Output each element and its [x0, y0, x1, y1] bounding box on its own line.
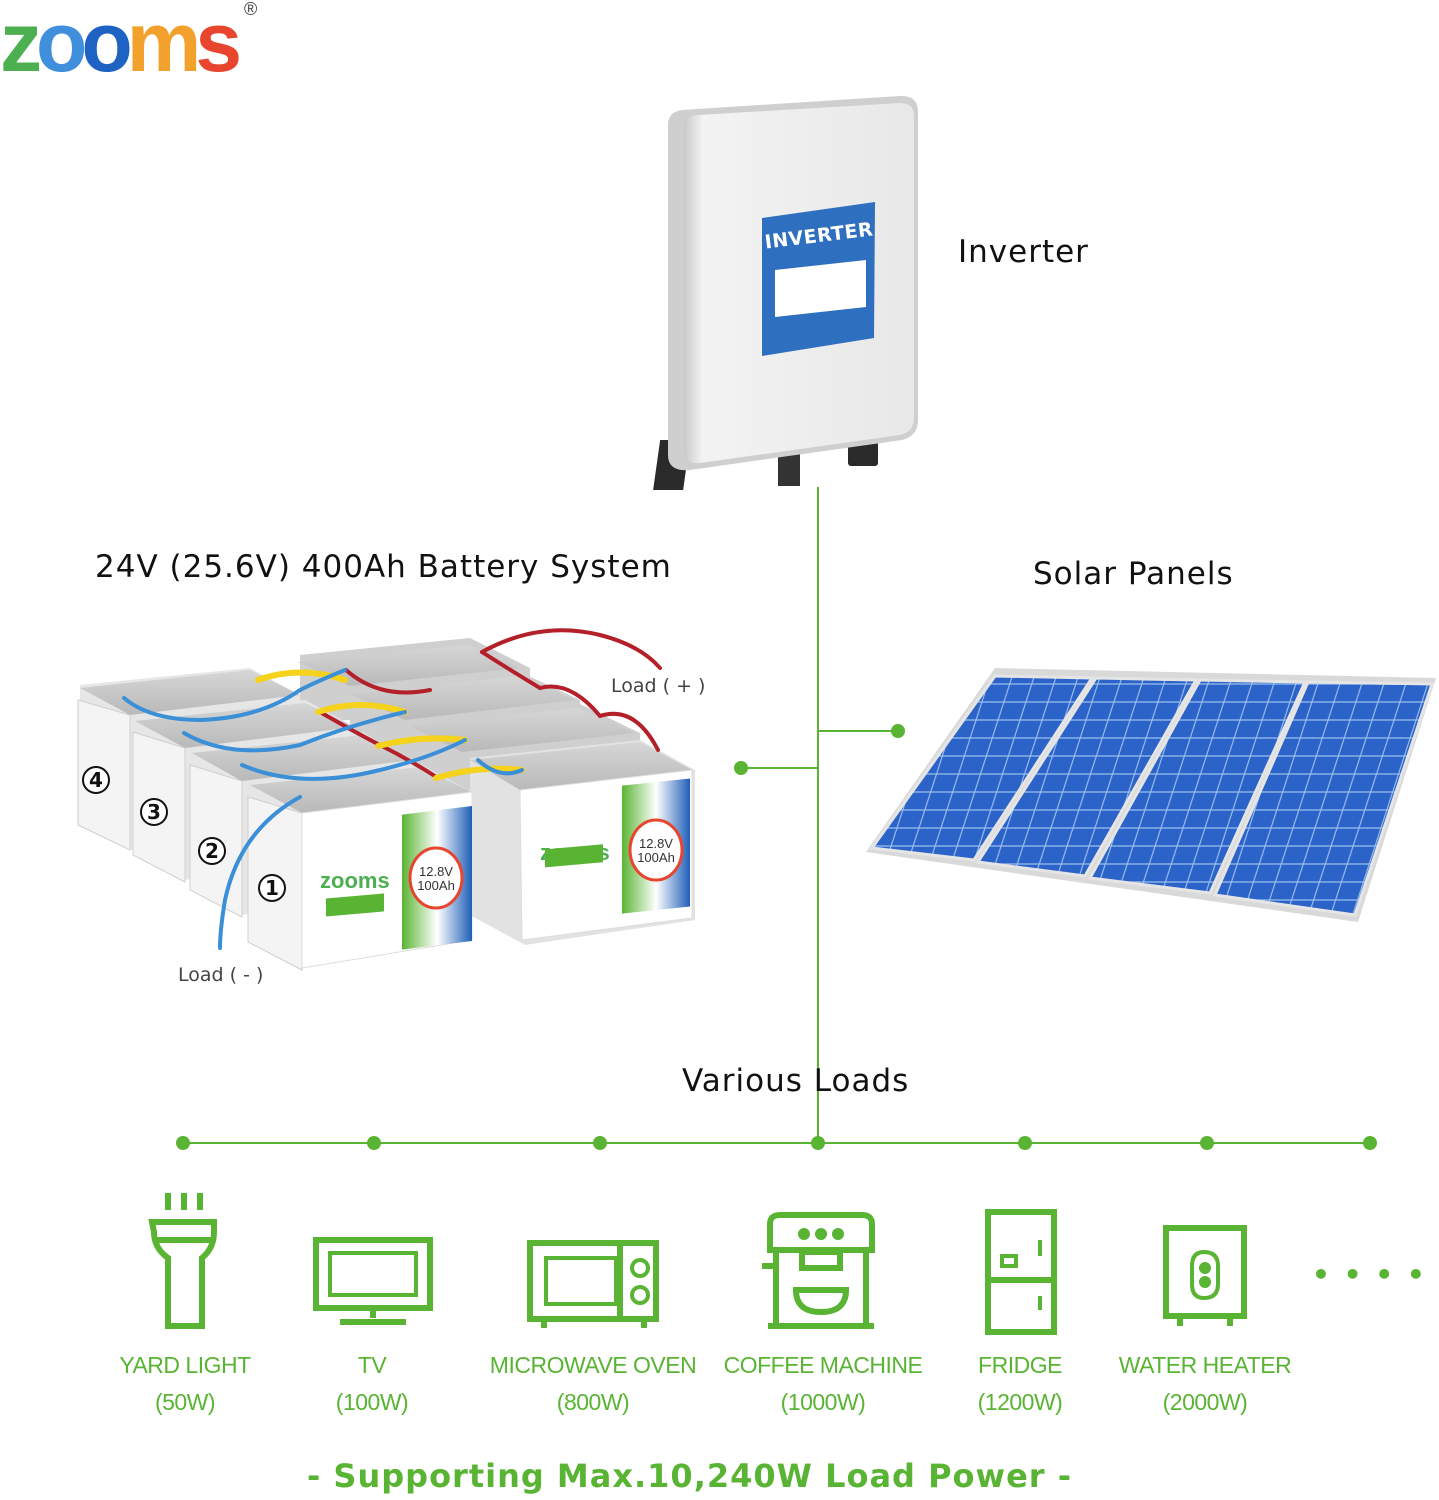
- connection-nodes: [176, 724, 1377, 1150]
- flashlight-icon: [148, 1193, 217, 1329]
- solar-panel-illustration: [866, 668, 1436, 922]
- logo-letter: m: [126, 0, 202, 89]
- footer-tagline: - Supporting Max.10,240W Load Power -: [307, 1457, 1072, 1495]
- load-item: WATER HEATER (2000W): [1100, 1352, 1310, 1416]
- load-power: (100W): [335, 1389, 409, 1415]
- load-item: COFFEE MACHINE (1000W): [713, 1352, 933, 1416]
- node-dot: [1200, 1136, 1214, 1150]
- load-item: FRIDGE (1200W): [920, 1352, 1120, 1416]
- load-power: (2000W): [1162, 1389, 1248, 1415]
- logo-letter: o: [36, 0, 87, 89]
- solar-panels-title: Solar Panels: [1033, 556, 1234, 592]
- load-item: MICROWAVE OVEN (800W): [483, 1352, 703, 1416]
- load-name: WATER HEATER: [1118, 1352, 1292, 1378]
- logo-letter: s: [195, 0, 242, 89]
- battery-unit: 12.8V 100Ah zooms LiFePO4: [470, 740, 695, 945]
- load-icons: [148, 1193, 1247, 1335]
- load-name: TV: [357, 1352, 387, 1378]
- inverter-illustration: [653, 95, 918, 490]
- node-dot: [367, 1136, 381, 1150]
- load-positive-label: Load ( + ): [611, 675, 706, 697]
- battery-voltage: 12.8V: [419, 864, 453, 879]
- registered-mark: ®: [244, 0, 258, 19]
- load-power: (800W): [556, 1389, 630, 1415]
- negative-cable: [218, 795, 302, 950]
- battery-number-badge: [140, 798, 168, 826]
- battery-capacity: 100Ah: [637, 850, 675, 865]
- node-dot: [176, 1136, 190, 1150]
- load-negative-label: Load ( - ): [178, 964, 264, 986]
- node-dot: [811, 1136, 825, 1150]
- coffee-machine-icon: [762, 1212, 875, 1329]
- load-item: TV (100W): [272, 1352, 472, 1416]
- node-dot: [891, 724, 905, 738]
- node-dot: [1018, 1136, 1032, 1150]
- various-loads-title: Various Loads: [682, 1063, 910, 1099]
- load-name: YARD LIGHT: [119, 1352, 251, 1378]
- load-name: MICROWAVE OVEN: [489, 1352, 697, 1378]
- more-loads-ellipsis: • • • • • •: [1312, 1258, 1439, 1291]
- battery-chemistry: LiFePO4: [560, 903, 603, 915]
- load-name: COFFEE MACHINE: [723, 1352, 923, 1378]
- node-dot: [734, 761, 748, 775]
- battery-number-badge: [198, 837, 226, 865]
- battery-bank-illustration: 12.8V 100Ah zooms LiFePO4: [77, 628, 695, 971]
- node-dot: [1363, 1136, 1377, 1150]
- battery-brand: zooms: [320, 868, 390, 893]
- water-heater-icon: [1163, 1225, 1247, 1326]
- battery-number-badge: [82, 766, 110, 794]
- battery-number: 2: [205, 839, 219, 863]
- zooms-logo: zooms®: [0, 0, 257, 84]
- battery-cables: [122, 628, 662, 950]
- logo-letter: z: [0, 0, 42, 89]
- battery-number-badge: [258, 874, 286, 902]
- node-dot: [593, 1136, 607, 1150]
- positive-cable: [480, 628, 662, 670]
- battery-system-title: 24V (25.6V) 400Ah Battery System: [95, 549, 672, 585]
- load-power: (1000W): [780, 1389, 866, 1415]
- battery-number: 1: [265, 876, 279, 900]
- battery-voltage: 12.8V: [639, 836, 673, 851]
- load-power: (1200W): [977, 1389, 1063, 1415]
- logo-letter: o: [81, 0, 132, 89]
- battery-chemistry: LiFePO4: [340, 933, 383, 945]
- battery-number: 4: [89, 768, 103, 792]
- inverter-title: Inverter: [958, 234, 1089, 270]
- load-power: (50W): [154, 1389, 216, 1415]
- tv-icon: [313, 1237, 433, 1325]
- microwave-icon: [527, 1240, 659, 1328]
- fridge-icon: [985, 1209, 1057, 1335]
- battery-unit: 12.8V 100Ah zooms LiFePO4: [247, 764, 473, 971]
- load-item: YARD LIGHT (50W): [85, 1352, 285, 1416]
- load-name: FRIDGE: [978, 1352, 1062, 1378]
- battery-capacity: 100Ah: [417, 878, 455, 893]
- battery-number: 3: [147, 800, 161, 824]
